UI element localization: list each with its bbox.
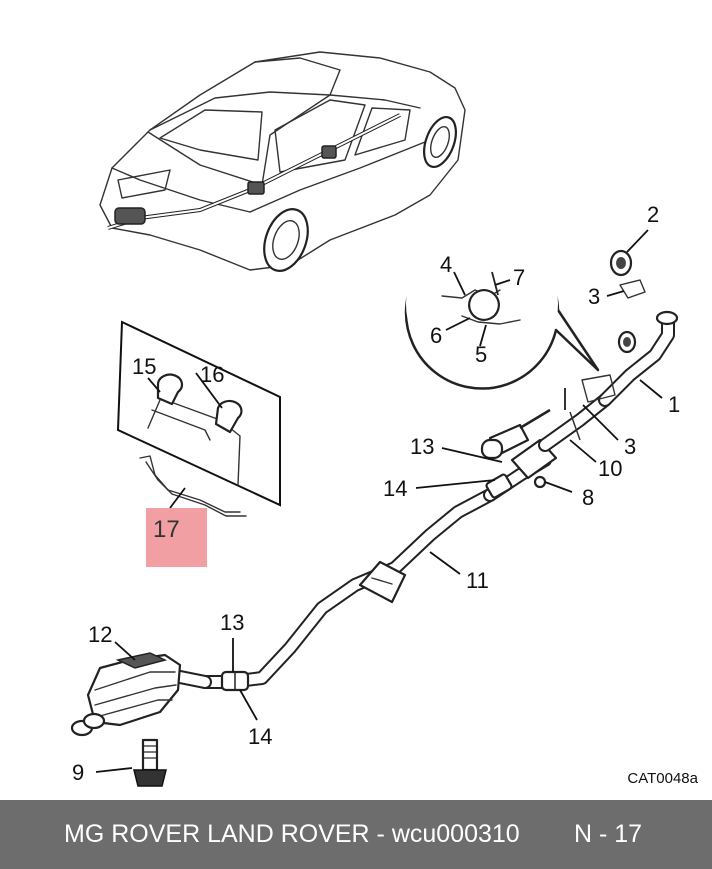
callout-12: 12 (88, 622, 112, 647)
leader-lines (95, 229, 663, 773)
reference-code: CAT0048a (627, 770, 698, 787)
callout-13-rear: 13 (220, 610, 244, 635)
highlight-box (146, 508, 207, 567)
callout-14-rear: 14 (248, 724, 272, 749)
exhaust-parts-diagram: 1 2 3 3 4 5 6 7 8 9 10 11 12 13 13 14 14… (70, 51, 680, 787)
detail-magnifier (404, 228, 600, 390)
car-illustration (99, 51, 466, 272)
callout-13-front: 13 (410, 434, 434, 459)
callout-3-lower: 3 (624, 434, 636, 459)
exhaust-system (70, 249, 679, 787)
callout-5: 5 (475, 342, 487, 367)
callout-3-top: 3 (588, 284, 600, 309)
callout-4: 4 (440, 252, 452, 277)
callout-1: 1 (668, 392, 680, 417)
callout-2: 2 (647, 202, 659, 227)
callout-14-front: 14 (383, 476, 407, 501)
footer-title: MG ROVER LAND ROVER - wcu000310 (64, 820, 520, 848)
callout-16: 16 (200, 362, 224, 387)
callout-11: 11 (466, 568, 489, 593)
hanger-inset (116, 320, 281, 517)
callout-17-highlighted: 17 (153, 516, 180, 543)
callout-8: 8 (582, 485, 594, 510)
callout-10: 10 (598, 456, 622, 481)
callout-15: 15 (132, 354, 156, 379)
footer-page-number: N - 17 (574, 820, 643, 848)
callout-6: 6 (430, 323, 442, 348)
callout-numbers: 1 2 3 3 4 5 6 7 8 9 10 11 12 13 13 14 14… (72, 202, 680, 785)
footer-bar: MG ROVER LAND ROVER - wcu000310 N - 17 (0, 800, 712, 869)
callout-7: 7 (513, 265, 525, 290)
callout-9: 9 (72, 760, 84, 785)
